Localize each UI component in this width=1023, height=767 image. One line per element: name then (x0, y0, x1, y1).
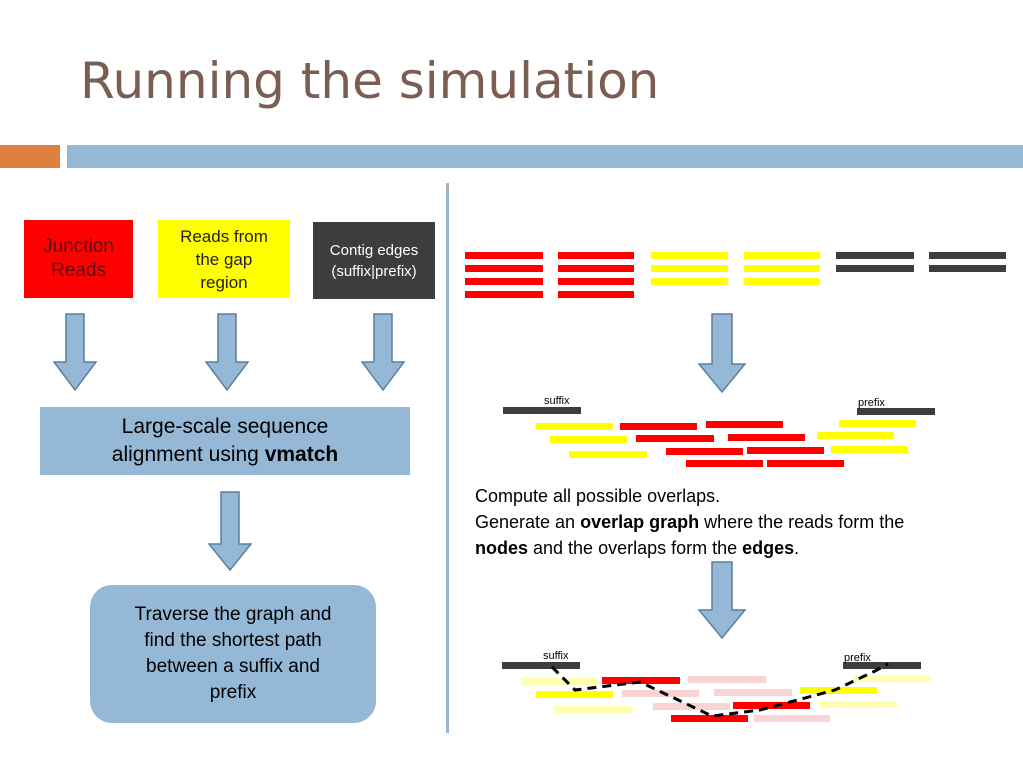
alignment-label: Large-scale sequence alignment using vma… (90, 413, 360, 469)
traverse-label: Traverse the graph and find the shortest… (134, 604, 332, 703)
shortest-path-line (550, 662, 889, 718)
suffix-label-bottom: suffix (543, 650, 569, 662)
read-stacks (465, 252, 1006, 298)
alignment-tool: vmatch (264, 443, 339, 466)
contig-edges-label: Contig edges (suffix|prefix) (329, 241, 419, 280)
arrow-contig-icon (360, 313, 406, 392)
arrow-gap-icon (204, 313, 250, 392)
overlap-layout: suffix prefix (503, 395, 935, 467)
alignment-text: Large-scale sequence alignment using (111, 415, 329, 466)
arrow-junction-icon (52, 313, 98, 392)
overlap-description: Compute all possible overlaps. Generate … (475, 483, 1015, 561)
overlap-graph-term: overlap graph (580, 512, 700, 532)
arrow-graph-icon (697, 561, 747, 640)
period-text: . (794, 538, 800, 558)
suffix-label-mid: suffix (544, 395, 570, 407)
slide-title: Running the simulation (80, 52, 660, 110)
column-divider (446, 183, 449, 733)
arrow-align-icon (207, 491, 253, 572)
generate-middle-text: where the reads form the (699, 512, 905, 532)
overlap-graph: suffix prefix (502, 650, 930, 722)
header-accent-bar (0, 145, 60, 168)
contig-edges-box: Contig edges (suffix|prefix) (313, 222, 435, 299)
gap-reads-label: Reads from the gap region (180, 226, 268, 292)
edges-term: edges (742, 538, 795, 558)
traverse-box: Traverse the graph and find the shortest… (90, 585, 376, 723)
compute-line: Compute all possible overlaps. (475, 486, 721, 506)
generate-text: Generate an (475, 512, 581, 532)
and-overlaps-text: and the overlaps form the (528, 538, 743, 558)
junction-reads-label: Junction Reads (43, 236, 114, 281)
prefix-label-bottom: prefix (844, 652, 871, 664)
junction-reads-box: Junction Reads (24, 220, 133, 298)
nodes-term: nodes (475, 538, 529, 558)
gap-reads-box: Reads from the gap region (158, 220, 290, 298)
header-rule-bar (67, 145, 1023, 168)
prefix-label-mid: prefix (858, 397, 885, 409)
arrow-reads-icon (697, 313, 747, 394)
generate-line: Generate an overlap graph where the read… (475, 509, 1015, 561)
down-arrows (52, 313, 747, 640)
alignment-box: Large-scale sequence alignment using vma… (40, 407, 410, 475)
